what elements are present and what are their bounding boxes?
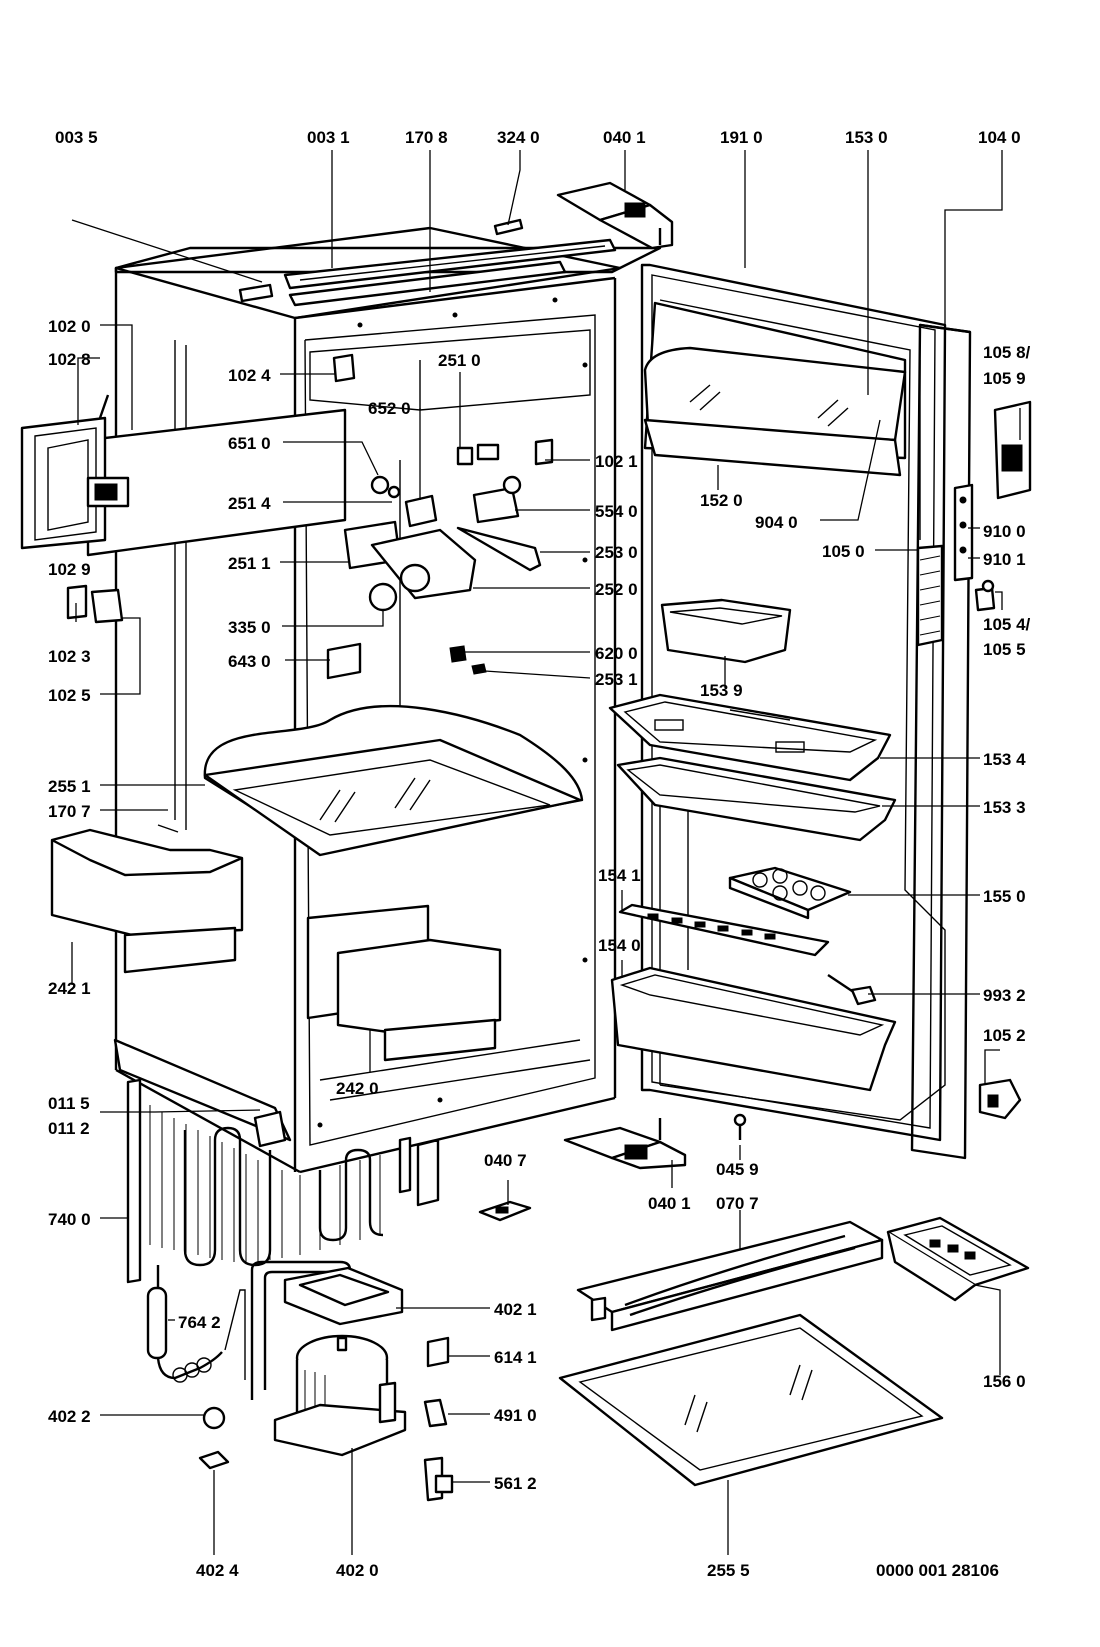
label-102-4: 102 4 xyxy=(228,366,271,385)
label-652-0: 652 0 xyxy=(368,399,411,418)
label-155-0: 155 0 xyxy=(983,887,1026,906)
label-105-5: 105 5 xyxy=(983,640,1026,659)
label-170-7: 170 7 xyxy=(48,802,91,821)
leader-lines xyxy=(71,150,1021,1555)
label-910-0: 910 0 xyxy=(983,522,1026,541)
document-number: 0000 001 28106 xyxy=(876,1561,999,1580)
label-402-4: 402 4 xyxy=(196,1561,239,1580)
label-255-1: 255 1 xyxy=(48,777,91,796)
label-993-2: 993 2 xyxy=(983,986,1026,1005)
label-251-1: 251 1 xyxy=(228,554,271,573)
label-040-1-top: 040 1 xyxy=(603,128,646,147)
label-251-4: 251 4 xyxy=(228,494,271,513)
label-105-4: 105 4/ xyxy=(983,615,1031,634)
label-045-9: 045 9 xyxy=(716,1160,759,1179)
label-102-1: 102 1 xyxy=(595,452,638,471)
label-070-7: 070 7 xyxy=(716,1194,759,1213)
label-651-0: 651 0 xyxy=(228,434,271,453)
crisper-drawer-center xyxy=(306,904,502,1062)
label-764-2: 764 2 xyxy=(178,1313,221,1332)
label-554-0: 554 0 xyxy=(595,502,638,521)
label-152-0: 152 0 xyxy=(700,491,743,510)
label-402-1: 402 1 xyxy=(494,1300,537,1319)
label-040-7: 040 7 xyxy=(484,1151,527,1170)
top-hinge xyxy=(556,181,674,250)
label-105-9: 105 9 xyxy=(983,369,1026,388)
door-assembly xyxy=(608,263,1032,1160)
freezer-door-flap xyxy=(20,394,347,557)
label-102-3: 102 3 xyxy=(48,647,91,666)
label-153-3: 153 3 xyxy=(983,798,1026,817)
label-003-1: 003 1 xyxy=(307,128,350,147)
label-252-0: 252 0 xyxy=(595,580,638,599)
compressor-assembly xyxy=(198,1260,454,1502)
label-491-0: 491 0 xyxy=(494,1406,537,1425)
label-191-0: 191 0 xyxy=(720,128,763,147)
label-740-0: 740 0 xyxy=(48,1210,91,1229)
label-402-2: 402 2 xyxy=(48,1407,91,1426)
label-102-5: 102 5 xyxy=(48,686,91,705)
label-105-0: 105 0 xyxy=(822,542,865,561)
label-102-9: 102 9 xyxy=(48,560,91,579)
label-102-0: 102 0 xyxy=(48,317,91,336)
label-153-9: 153 9 xyxy=(700,681,743,700)
label-102-8: 102 8 xyxy=(48,350,91,369)
cabinet-body xyxy=(20,181,674,1174)
label-253-0: 253 0 xyxy=(595,543,638,562)
label-154-0: 154 0 xyxy=(598,936,641,955)
label-170-8: 170 8 xyxy=(405,128,448,147)
label-104-0: 104 0 xyxy=(978,128,1021,147)
label-910-1: 910 1 xyxy=(983,550,1026,569)
loose-parts xyxy=(478,1113,1030,1487)
label-335-0: 335 0 xyxy=(228,618,271,637)
callout-labels: 003 5 003 1 170 8 324 0 040 1 191 0 153 … xyxy=(48,128,1031,1580)
condenser-assembly xyxy=(126,1078,440,1383)
label-620-0: 620 0 xyxy=(595,644,638,663)
label-561-2: 561 2 xyxy=(494,1474,537,1493)
label-105-2: 105 2 xyxy=(983,1026,1026,1045)
crisper-drawer-left xyxy=(50,828,244,974)
thermostat-and-light-assembly xyxy=(326,438,554,680)
label-324-0: 324 0 xyxy=(497,128,540,147)
label-242-0: 242 0 xyxy=(336,1079,379,1098)
label-251-0: 251 0 xyxy=(438,351,481,370)
label-242-1: 242 1 xyxy=(48,979,91,998)
label-105-8: 105 8/ xyxy=(983,343,1031,362)
label-255-5: 255 5 xyxy=(707,1561,750,1580)
label-003-5: 003 5 xyxy=(55,128,98,147)
label-011-5: 011 5 xyxy=(48,1094,90,1113)
glass-shelf-upper xyxy=(203,704,584,857)
label-153-4: 153 4 xyxy=(983,750,1026,769)
label-614-1: 614 1 xyxy=(494,1348,537,1367)
label-040-1-bottom: 040 1 xyxy=(648,1194,691,1213)
label-011-2: 011 2 xyxy=(48,1119,90,1138)
label-402-0: 402 0 xyxy=(336,1561,379,1580)
label-904-0: 904 0 xyxy=(755,513,798,532)
label-643-0: 643 0 xyxy=(228,652,271,671)
label-153-0: 153 0 xyxy=(845,128,888,147)
label-253-1: 253 1 xyxy=(595,670,638,689)
label-156-0: 156 0 xyxy=(983,1372,1026,1391)
label-154-1: 154 1 xyxy=(598,866,641,885)
